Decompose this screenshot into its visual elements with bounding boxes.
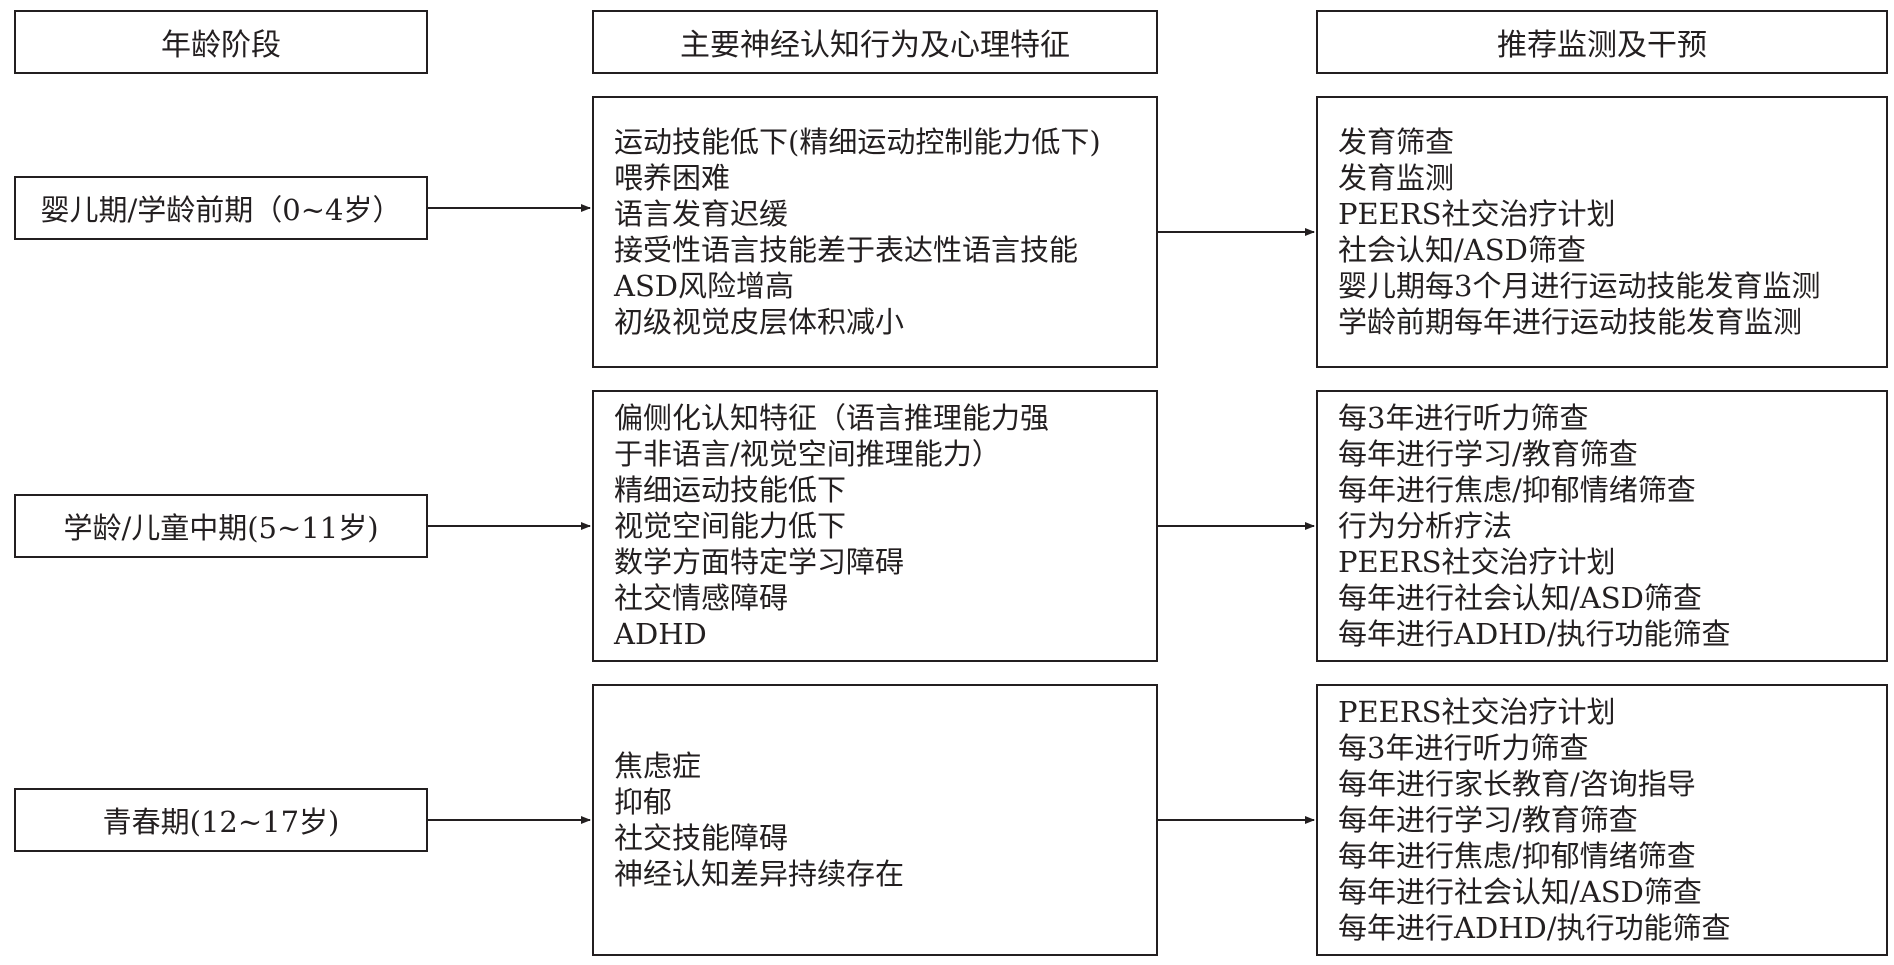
intervention-item: 每年进行ADHD/执行功能筛查 — [1338, 911, 1731, 945]
intervention-item: PEERS社交治疗计划 — [1338, 695, 1616, 729]
feature-item: 社交技能障碍 — [614, 821, 789, 855]
features-box-school-age: 偏侧化认知特征（语言推理能力强 于非语言/视觉空间推理能力） 精细运动技能低下 … — [592, 390, 1158, 662]
stage-box-school-age: 学龄/儿童中期(5~11岁) — [14, 494, 428, 558]
features-box-infant-preschool: 运动技能低下(精细运动控制能力低下) 喂养困难 语言发育迟缓 接受性语言技能差于… — [592, 96, 1158, 368]
feature-item: 于非语言/视觉空间推理能力） — [614, 437, 1001, 471]
feature-item: ADHD — [614, 617, 707, 651]
feature-item: 喂养困难 — [614, 161, 731, 195]
intervention-item: 学龄前期每年进行运动技能发育监测 — [1338, 305, 1803, 339]
feature-item: 初级视觉皮层体积减小 — [614, 305, 905, 339]
interventions-box-infant-preschool: 发育筛查 发育监测 PEERS社交治疗计划 社会认知/ASD筛查 婴儿期每3个月… — [1316, 96, 1888, 368]
intervention-item: 每年进行学习/教育筛查 — [1338, 437, 1638, 471]
header-interventions: 推荐监测及干预 — [1316, 10, 1888, 74]
intervention-item: 每年进行社会认知/ASD筛查 — [1338, 581, 1702, 615]
feature-item: 语言发育迟缓 — [614, 197, 789, 231]
intervention-item: 发育筛查 — [1338, 125, 1455, 159]
feature-item: 神经认知差异持续存在 — [614, 857, 905, 891]
feature-item: ASD风险增高 — [614, 269, 795, 303]
intervention-item: 每年进行焦虑/抑郁情绪筛查 — [1338, 839, 1696, 873]
intervention-item: 每年进行焦虑/抑郁情绪筛查 — [1338, 473, 1696, 507]
intervention-item: 每年进行社会认知/ASD筛查 — [1338, 875, 1702, 909]
stage-box-adolescence: 青春期(12~17岁) — [14, 788, 428, 852]
feature-item: 接受性语言技能差于表达性语言技能 — [614, 233, 1079, 267]
feature-item: 视觉空间能力低下 — [614, 509, 847, 543]
intervention-item: 每3年进行听力筛查 — [1338, 731, 1589, 765]
interventions-box-adolescence: PEERS社交治疗计划 每3年进行听力筛查 每年进行家长教育/咨询指导 每年进行… — [1316, 684, 1888, 956]
interventions-box-school-age: 每3年进行听力筛查 每年进行学习/教育筛查 每年进行焦虑/抑郁情绪筛查 行为分析… — [1316, 390, 1888, 662]
feature-item: 抑郁 — [614, 785, 673, 819]
intervention-item: 社会认知/ASD筛查 — [1338, 233, 1586, 267]
feature-item: 运动技能低下(精细运动控制能力低下) — [614, 125, 1101, 159]
intervention-item: 每年进行学习/教育筛查 — [1338, 803, 1638, 837]
intervention-item: 发育监测 — [1338, 161, 1455, 195]
feature-item: 焦虑症 — [614, 749, 702, 783]
intervention-item: 每3年进行听力筛查 — [1338, 401, 1589, 435]
intervention-item: 行为分析疗法 — [1338, 509, 1513, 543]
header-age-stage: 年龄阶段 — [14, 10, 428, 74]
feature-item: 社交情感障碍 — [614, 581, 789, 615]
feature-item: 精细运动技能低下 — [614, 473, 847, 507]
feature-item: 偏侧化认知特征（语言推理能力强 — [614, 401, 1050, 435]
intervention-item: 每年进行家长教育/咨询指导 — [1338, 767, 1696, 801]
intervention-item: 每年进行ADHD/执行功能筛查 — [1338, 617, 1731, 651]
header-features: 主要神经认知行为及心理特征 — [592, 10, 1158, 74]
intervention-item: 婴儿期每3个月进行运动技能发育监测 — [1338, 269, 1821, 303]
intervention-item: PEERS社交治疗计划 — [1338, 197, 1616, 231]
feature-item: 数学方面特定学习障碍 — [614, 545, 905, 579]
intervention-item: PEERS社交治疗计划 — [1338, 545, 1616, 579]
stage-box-infant-preschool: 婴儿期/学龄前期（0~4岁） — [14, 176, 428, 240]
features-box-adolescence: 焦虑症 抑郁 社交技能障碍 神经认知差异持续存在 — [592, 684, 1158, 956]
